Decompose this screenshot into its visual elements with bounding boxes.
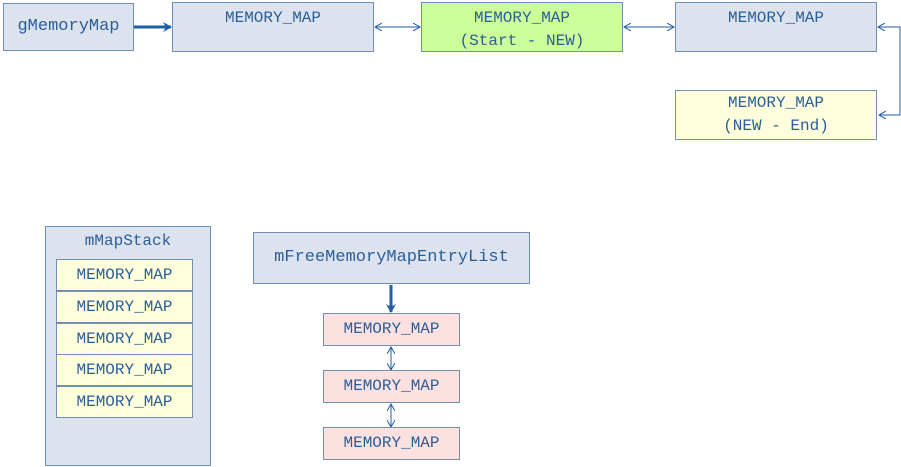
map-stack-container: mMapStack MEMORY_MAP MEMORY_MAP MEMORY_M…	[45, 226, 211, 466]
map-stack-item: MEMORY_MAP	[56, 354, 193, 386]
map-stack-item: MEMORY_MAP	[56, 323, 193, 355]
free-list-node: MEMORY_MAP	[323, 427, 460, 460]
memory-map-node-1: MEMORY_MAP	[172, 2, 374, 52]
memory-map-node-new-end: MEMORY_MAP (NEW - End)	[675, 90, 877, 140]
node-4-label: MEMORY_MAP	[727, 94, 824, 112]
node-2-label: MEMORY_MAP	[473, 9, 570, 27]
memory-map-node-3: MEMORY_MAP	[675, 2, 877, 52]
free-list-head: mFreeMemoryMapEntryList	[253, 232, 530, 284]
free-list-node: MEMORY_MAP	[323, 313, 460, 346]
free-list-head-label: mFreeMemoryMapEntryList	[274, 248, 509, 267]
node-4-sublabel: (NEW - End)	[723, 117, 829, 135]
free-node-1-label: MEMORY_MAP	[343, 320, 440, 338]
map-stack-item: MEMORY_MAP	[56, 291, 193, 323]
gmemorymap-head: gMemoryMap	[3, 3, 134, 51]
memory-map-node-start-new: MEMORY_MAP (Start - NEW)	[421, 2, 623, 52]
node-1-label: MEMORY_MAP	[224, 9, 321, 27]
node-2-sublabel: (Start - NEW)	[459, 32, 585, 50]
free-list-node: MEMORY_MAP	[323, 370, 460, 403]
node-3-label: MEMORY_MAP	[727, 9, 824, 27]
map-stack-title: mMapStack	[84, 232, 172, 250]
link-arrow-3-4	[878, 27, 901, 115]
map-stack-item: MEMORY_MAP	[56, 386, 193, 418]
free-node-3-label: MEMORY_MAP	[343, 434, 440, 452]
map-stack-item: MEMORY_MAP	[56, 259, 193, 291]
free-node-2-label: MEMORY_MAP	[343, 377, 440, 395]
gmemorymap-head-label: gMemoryMap	[17, 17, 120, 36]
